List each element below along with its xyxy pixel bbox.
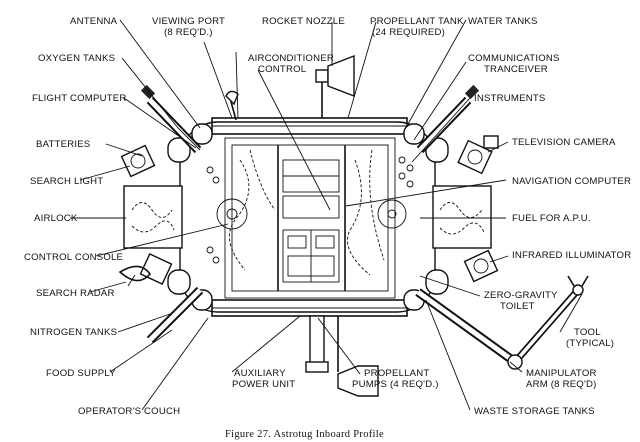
label-food-supply: FOOD SUPPLY xyxy=(46,368,116,379)
label-search-light: SEARCH LIGHT xyxy=(30,176,103,187)
label-tranceiver: TRANCEIVER xyxy=(484,64,548,75)
label-television-camera: TELEVISION CAMERA xyxy=(512,137,616,148)
rocket-nozzles xyxy=(225,54,379,397)
propellant-tanks xyxy=(167,123,449,311)
label-zero-gravity: ZERO-GRAVITY xyxy=(484,290,558,301)
label-instruments: INSTRUMENTS xyxy=(474,93,546,104)
label-propellant-pumps-qty: PUMPS (4 REQ'D.) xyxy=(352,379,439,390)
label-nitrogen-tanks: NITROGEN TANKS xyxy=(30,327,117,338)
label-antenna: ANTENNA xyxy=(70,16,118,27)
label-auxiliary: AUXILIARY xyxy=(234,368,286,379)
label-toilet: TOILET xyxy=(500,301,535,312)
label-manipulator-arm: ARM (8 REQ'D) xyxy=(526,379,597,390)
label-power-unit: POWER UNIT xyxy=(232,379,295,390)
search-radar xyxy=(118,253,173,287)
leader-lines xyxy=(70,19,583,411)
label-manipulator: MANIPULATOR xyxy=(526,368,597,379)
label-rocket-nozzle: ROCKET NOZZLE xyxy=(262,16,345,27)
label-airlock: AIRLOCK xyxy=(34,213,78,224)
label-viewing-port: VIEWING PORT xyxy=(152,16,225,27)
label-airconditioner: AIRCONDITIONER xyxy=(248,53,334,64)
label-tool: TOOL xyxy=(574,327,601,338)
label-communications: COMMUNICATIONS xyxy=(468,53,560,64)
spacecraft-body xyxy=(179,117,436,317)
label-propellant-tank-qty: (24 REQUIRED) xyxy=(372,27,445,38)
label-oxygen-tanks: OXYGEN TANKS xyxy=(38,53,115,64)
label-water-tanks: WATER TANKS xyxy=(468,16,538,27)
right-airlock xyxy=(432,185,492,249)
label-operators-couch: OPERATOR'S COUCH xyxy=(78,406,180,417)
diagram-labels: ANTENNA VIEWING PORT (8 REQ'D.) ROCKET N… xyxy=(24,16,631,417)
label-infrared-illuminator: INFRARED ILLUMINATOR xyxy=(512,250,631,261)
label-waste-storage: WASTE STORAGE TANKS xyxy=(474,406,595,417)
figure-caption: Figure 27. Astrotug Inboard Profile xyxy=(225,429,384,440)
manipulator-arms xyxy=(140,84,589,370)
label-navigation-computer: NAVIGATION COMPUTER xyxy=(512,176,631,187)
label-tool-typical: (TYPICAL) xyxy=(566,338,614,349)
left-airlock xyxy=(123,185,183,249)
label-control-console: CONTROL CONSOLE xyxy=(24,252,123,263)
label-search-radar: SEARCH RADAR xyxy=(36,288,115,299)
television-camera xyxy=(457,135,499,175)
search-light xyxy=(120,144,156,178)
label-viewing-port-qty: (8 REQ'D.) xyxy=(164,27,213,38)
label-batteries: BATTERIES xyxy=(36,139,90,150)
infrared-illuminator xyxy=(463,249,499,283)
label-airconditioner-control: CONTROL xyxy=(258,64,307,75)
label-propellant-pumps: PROPELLANT xyxy=(364,368,429,379)
label-propellant-tank: PROPELLANT TANK xyxy=(370,16,464,27)
label-fuel-apu: FUEL FOR A.P.U. xyxy=(512,213,591,224)
label-flight-computer: FLIGHT COMPUTER xyxy=(32,93,127,104)
